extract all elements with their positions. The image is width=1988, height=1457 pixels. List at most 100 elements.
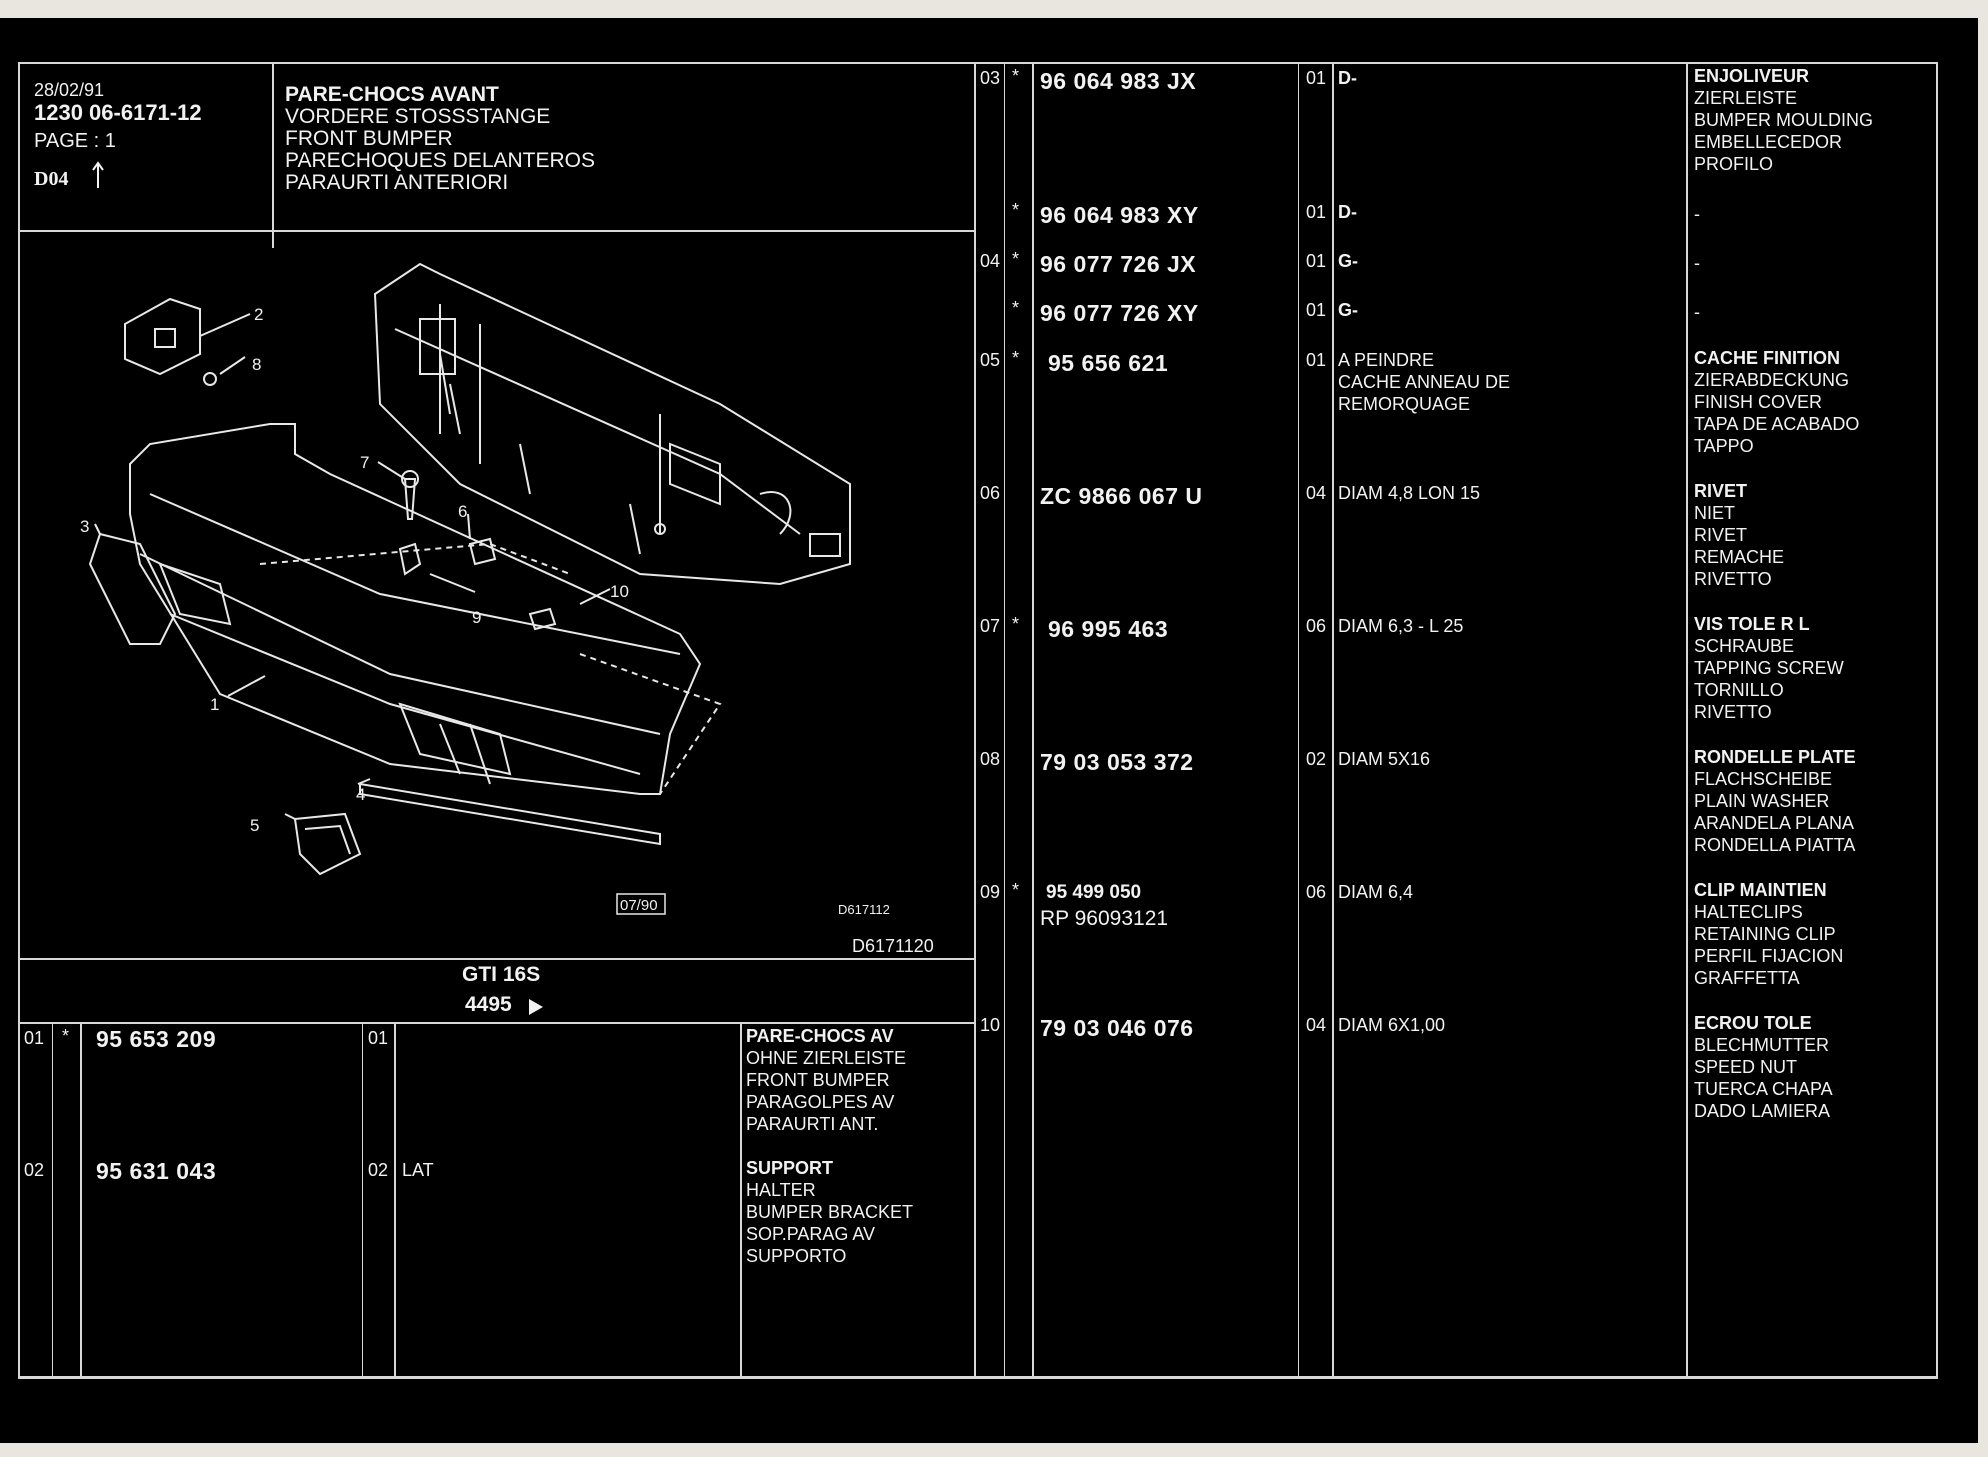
- quantity: 06: [1306, 882, 1327, 902]
- up-arrow-icon: [90, 160, 110, 190]
- description-line: BUMPER BRACKET: [746, 1202, 914, 1222]
- title-en: FRONT BUMPER: [285, 127, 453, 150]
- quantity: 02: [1306, 749, 1327, 769]
- note-line: REMORQUAGE: [1338, 394, 1471, 414]
- new-part-marker: *: [62, 1026, 70, 1046]
- description-block: SUPPORT HALTER BUMPER BRACKET SOP.PARAG …: [746, 1158, 913, 1268]
- callout-2: 2: [254, 305, 263, 324]
- callout-1: 1: [210, 695, 219, 714]
- part-number: 95 653 209: [96, 1026, 217, 1052]
- part-number: ZC 9866 067 U: [1040, 483, 1203, 509]
- callout-6: 6: [458, 502, 467, 521]
- exploded-drawing: 2 8 3 7 6 9 10 1 4 5 07/90 D617112 D6171…: [80, 262, 934, 956]
- callout-3: 3: [80, 517, 89, 536]
- note-line: DIAM 5X16: [1338, 749, 1431, 769]
- support-bracket: [124, 297, 201, 376]
- description-line: ZIERABDECKUNG: [1694, 370, 1850, 390]
- title-de: VORDERE STOSSSTANGE: [285, 105, 551, 128]
- drawing-ref-small: D617112: [838, 902, 890, 917]
- quantity: 02: [368, 1160, 389, 1180]
- row-note: A PEINDRE CACHE ANNEAU DE REMORQUAGE: [1338, 350, 1510, 416]
- description-line: PARAURTI ANT.: [746, 1114, 879, 1134]
- row-note: DIAM 4,8 LON 15: [1338, 483, 1480, 505]
- callout-10: 10: [610, 582, 629, 601]
- new-part-marker: *: [1012, 298, 1020, 318]
- position-number: 09: [980, 882, 1001, 902]
- header-divider: [272, 62, 274, 248]
- callout-7: 7: [360, 453, 369, 472]
- left-col-line-1: [52, 1022, 53, 1378]
- position-number: 01: [24, 1028, 45, 1048]
- frame-top: [18, 62, 1938, 64]
- part-number: 96 077 726 XY: [1040, 300, 1199, 326]
- new-part-marker: *: [1012, 880, 1020, 900]
- description-block: ENJOLIVEUR ZIERLEISTE BUMPER MOULDING EM…: [1694, 66, 1873, 176]
- note-line: G-: [1338, 251, 1358, 271]
- drawing-bottom-line: [18, 958, 974, 960]
- lower-trim-strip: [359, 782, 661, 846]
- description-line: PARAGOLPES AV: [746, 1092, 895, 1112]
- position-number: 07: [980, 616, 1001, 636]
- description-line: RIVETTO: [1694, 569, 1772, 589]
- description-line: -: [1694, 302, 1700, 322]
- left-col-line-5: [740, 1022, 742, 1378]
- sheet-code: D04: [34, 168, 69, 190]
- description-line: SUPPORT: [746, 1158, 834, 1178]
- sheet-title-block: PARE-CHOCS AVANT VORDERE STOSSSTANGE FRO…: [285, 84, 595, 194]
- description-line: DADO LAMIERA: [1694, 1101, 1831, 1121]
- page-number: PAGE : 1: [34, 130, 116, 152]
- new-part-marker: *: [1012, 614, 1020, 634]
- title-it: PARAURTI ANTERIORI: [285, 171, 509, 194]
- description-line: FRONT BUMPER: [746, 1070, 890, 1090]
- model-name: GTI 16S: [462, 963, 541, 986]
- new-part-marker: *: [1012, 249, 1020, 269]
- part-number: 96 064 983 XY: [1040, 202, 1199, 228]
- description-block: RIVET NIET RIVET REMACHE RIVETTO: [1694, 481, 1784, 591]
- description-line: TAPPO: [1694, 436, 1754, 456]
- description-line: BLECHMUTTER: [1694, 1035, 1830, 1055]
- part-number: 95 499 050: [1046, 882, 1142, 903]
- description-line: SUPPORTO: [746, 1246, 847, 1266]
- description-line: TUERCA CHAPA: [1694, 1079, 1833, 1099]
- row-note: D-: [1338, 202, 1357, 224]
- right-col-line-4: [1298, 62, 1299, 1378]
- note-line: DIAM 6,4: [1338, 882, 1414, 902]
- note-line: DIAM 4,8 LON 15: [1338, 483, 1481, 503]
- description-line: REMACHE: [1694, 547, 1785, 567]
- right-col-line-3: [1032, 62, 1034, 1378]
- description-line: GRAFFETTA: [1694, 968, 1800, 988]
- description-line: SPEED NUT: [1694, 1057, 1798, 1077]
- new-part-marker: *: [1012, 348, 1020, 368]
- quantity: 01: [1306, 202, 1327, 222]
- row-note: D-: [1338, 68, 1357, 90]
- position-number: 02: [24, 1160, 45, 1180]
- callout-4: 4: [356, 785, 365, 804]
- quantity: 04: [1306, 1015, 1327, 1035]
- drawing-ref-large: D6171120: [852, 936, 934, 956]
- description-line: PARE-CHOCS AV: [746, 1026, 894, 1046]
- quantity: 01: [368, 1028, 389, 1048]
- description-line: EMBELLECEDOR: [1694, 132, 1843, 152]
- description-line: SOP.PARAG AV: [746, 1224, 876, 1244]
- right-col-line-5: [1332, 62, 1334, 1378]
- callout-5: 5: [250, 816, 259, 835]
- description-line: TORNILLO: [1694, 680, 1784, 700]
- finish-cover: [293, 812, 362, 876]
- description-block: CLIP MAINTIEN HALTECLIPS RETAINING CLIP …: [1694, 880, 1843, 990]
- quantity: 01: [1306, 300, 1327, 320]
- row-note: G-: [1338, 251, 1358, 273]
- body-panel-outline: [373, 262, 851, 586]
- description-block: ECROU TOLE BLECHMUTTER SPEED NUT TUERCA …: [1694, 1013, 1833, 1123]
- left-col-line-2: [80, 1022, 82, 1378]
- description-line: -: [1694, 253, 1700, 273]
- sheet-date: 28/02/91: [34, 80, 105, 100]
- row-note: DIAM 6,4: [1338, 882, 1413, 904]
- description-line: CLIP MAINTIEN: [1694, 880, 1827, 900]
- description-line: OHNE ZIERLEISTE: [746, 1048, 907, 1068]
- description-line: -: [1694, 204, 1700, 224]
- quantity: 01: [1306, 251, 1327, 271]
- note-line: DIAM 6X1,00: [1338, 1015, 1446, 1035]
- note-line: D-: [1338, 202, 1357, 222]
- frame-bottom: [18, 1376, 1938, 1379]
- description-block: RONDELLE PLATE FLACHSCHEIBE PLAIN WASHER…: [1694, 747, 1856, 857]
